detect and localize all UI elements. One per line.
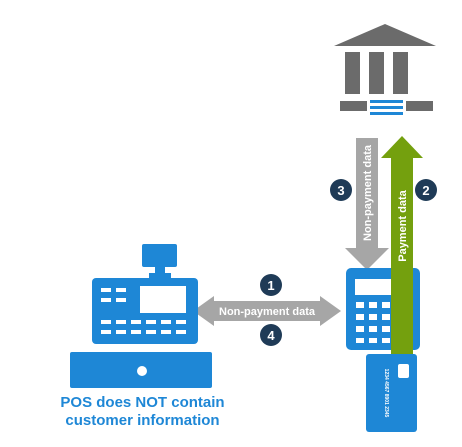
up-arrow-payment: Payment data: [381, 136, 423, 354]
svg-text:3: 3: [337, 183, 344, 198]
card-number: 1234 4567 8901 2345: [383, 369, 389, 418]
down-arrow-label: Non-payment data: [362, 144, 374, 241]
down-arrow-non-payment: Non-payment data: [345, 138, 389, 270]
credit-card-icon: 1234 4567 8901 2345: [366, 354, 417, 432]
svg-text:4: 4: [267, 328, 275, 343]
cash-register-icon: [70, 244, 212, 388]
horizontal-double-arrow-non-payment: Non-payment data: [193, 296, 341, 326]
step-badge-1: 1: [260, 274, 282, 296]
svg-text:1: 1: [267, 278, 274, 293]
pos-caption-line1: POS does NOT contain: [60, 394, 225, 411]
step-badge-3: 3: [330, 179, 352, 201]
step-badge-4: 4: [260, 324, 282, 346]
step-badge-2: 2: [415, 179, 437, 201]
bank-icon: [334, 24, 436, 115]
pos-caption-line2: customer information: [65, 412, 220, 429]
svg-text:2: 2: [422, 183, 429, 198]
pos-caption: POS does NOT contain customer informatio…: [30, 394, 255, 430]
horizontal-arrow-label: Non-payment data: [219, 306, 316, 318]
up-arrow-label: Payment data: [397, 189, 409, 261]
